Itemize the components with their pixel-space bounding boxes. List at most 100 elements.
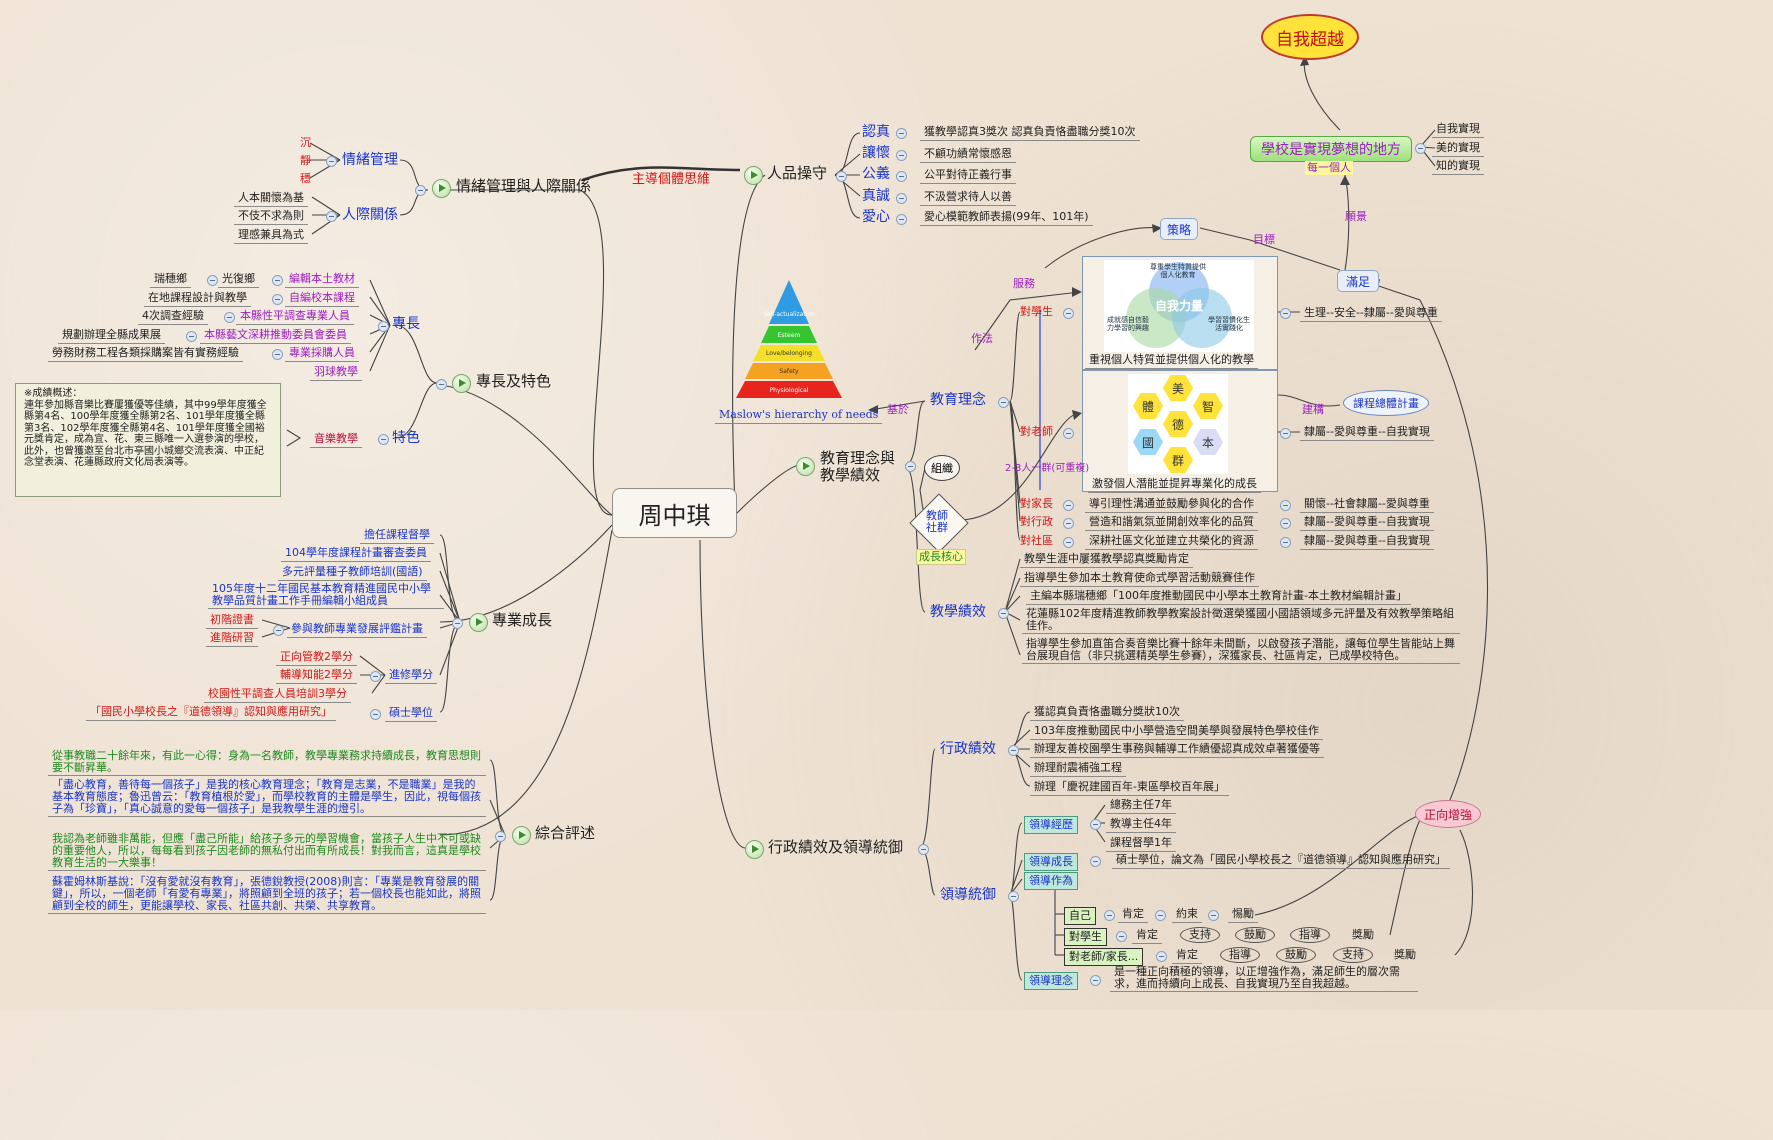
branch-edu[interactable]: 教育理念與教學績效 xyxy=(820,449,896,484)
collapse-icon[interactable] xyxy=(186,331,197,342)
branch-emotion[interactable]: 情緒管理與人際關係 xyxy=(456,177,592,195)
expand-play-icon[interactable] xyxy=(432,179,451,198)
collapse-icon[interactable] xyxy=(1063,537,1074,548)
leadership[interactable]: 領導統御 xyxy=(940,887,996,903)
expand-play-icon[interactable] xyxy=(745,840,764,859)
expand-play-icon[interactable] xyxy=(452,374,471,393)
admin-perf-0: 獲認真負責恪盡職分獎狀10次 xyxy=(1030,705,1184,721)
collapse-icon[interactable] xyxy=(436,379,447,390)
collapse-icon[interactable] xyxy=(998,397,1009,408)
lead-concept[interactable]: 領導理念 xyxy=(1024,972,1078,990)
expand-play-icon[interactable] xyxy=(796,457,815,476)
collapse-icon[interactable] xyxy=(1008,891,1019,902)
lead-actions[interactable]: 領導作為 xyxy=(1024,872,1078,890)
collapse-icon[interactable] xyxy=(1280,428,1291,439)
renpin-key-2[interactable]: 公義 xyxy=(862,166,890,182)
collapse-icon[interactable] xyxy=(370,709,381,720)
teaching-performance[interactable]: 教學績效 xyxy=(930,604,986,620)
emotion-mgmt[interactable]: 情緒管理 xyxy=(342,152,398,168)
collapse-icon[interactable] xyxy=(272,349,283,360)
branch-comment[interactable]: 綜合評述 xyxy=(535,824,596,842)
center-node[interactable]: 周中琪 xyxy=(612,488,737,538)
branch-admin[interactable]: 行政績效及領導統御 xyxy=(768,838,904,856)
collapse-icon[interactable] xyxy=(896,150,907,161)
target-parents[interactable]: 對家長 xyxy=(1020,497,1053,510)
act-self[interactable]: 自己 xyxy=(1064,907,1096,925)
expand-play-icon[interactable] xyxy=(512,826,531,845)
collapse-icon[interactable] xyxy=(1063,308,1074,319)
collapse-icon[interactable] xyxy=(1280,537,1291,548)
act-teachers-parents[interactable]: 對老師/家長... xyxy=(1064,948,1144,966)
feature-sub[interactable]: 特色 xyxy=(392,430,420,446)
specialty-sub[interactable]: 專長 xyxy=(392,316,420,332)
collapse-icon[interactable] xyxy=(452,618,463,629)
edu-idea[interactable]: 教育理念 xyxy=(930,392,986,408)
target-students[interactable]: 對學生 xyxy=(1020,305,1053,318)
community-mid: 深耕社區文化並建立共榮化的資源 xyxy=(1085,534,1258,550)
collapse-icon[interactable] xyxy=(896,193,907,204)
collapse-icon[interactable] xyxy=(1280,500,1291,511)
goal-self-transcendence[interactable]: 自我超越 xyxy=(1261,14,1359,60)
collapse-icon[interactable] xyxy=(905,461,916,472)
school-dream-node[interactable]: 學校是實現夢想的地方 xyxy=(1250,136,1412,162)
collapse-icon[interactable] xyxy=(1090,975,1101,986)
collapse-icon[interactable] xyxy=(1280,518,1291,529)
self-chain-1: 約束 xyxy=(1172,907,1202,923)
collapse-icon[interactable] xyxy=(836,171,847,182)
collapse-icon[interactable] xyxy=(326,211,337,222)
satisfy-node[interactable]: 滿足 xyxy=(1337,270,1379,292)
collapse-icon[interactable] xyxy=(1116,931,1127,942)
lead-experience[interactable]: 領導經歷 xyxy=(1024,816,1078,834)
act-students[interactable]: 對學生 xyxy=(1064,928,1107,946)
expand-play-icon[interactable] xyxy=(744,166,763,185)
collapse-icon[interactable] xyxy=(326,156,337,167)
collapse-icon[interactable] xyxy=(378,434,389,445)
lead-growth[interactable]: 領導成長 xyxy=(1024,853,1078,871)
collapse-icon[interactable] xyxy=(896,171,907,182)
renpin-val-0: 獲教學認真3獎次 認真負責恪盡職分獎10次 xyxy=(920,125,1140,141)
collapse-icon[interactable] xyxy=(378,321,389,332)
collapse-icon[interactable] xyxy=(272,294,283,305)
branch-specialty[interactable]: 專長及特色 xyxy=(476,372,552,390)
collapse-icon[interactable] xyxy=(1090,819,1101,830)
admin-perf[interactable]: 行政績效 xyxy=(940,741,996,757)
collapse-icon[interactable] xyxy=(1280,308,1291,319)
students-needs: 生理--安全--隸屬--愛與尊重 xyxy=(1300,306,1442,322)
collapse-icon[interactable] xyxy=(1063,500,1074,511)
collapse-icon[interactable] xyxy=(1155,910,1166,921)
branch-renpin[interactable]: 人品操守 xyxy=(767,164,828,182)
target-teachers[interactable]: 對老師 xyxy=(1020,425,1053,438)
target-admin[interactable]: 對行政 xyxy=(1020,515,1053,528)
strategy-node[interactable]: 策略 xyxy=(1160,218,1198,240)
collapse-icon[interactable] xyxy=(1063,518,1074,529)
renpin-key-4[interactable]: 愛心 xyxy=(862,209,890,225)
target-community[interactable]: 對社區 xyxy=(1020,534,1053,547)
collapse-icon[interactable] xyxy=(495,831,506,842)
collapse-icon[interactable] xyxy=(918,844,929,855)
collapse-icon[interactable] xyxy=(272,275,283,286)
collapse-icon[interactable] xyxy=(1063,428,1074,439)
collapse-icon[interactable] xyxy=(896,214,907,225)
collapse-icon[interactable] xyxy=(1104,910,1115,921)
interpersonal[interactable]: 人際關係 xyxy=(342,207,398,223)
positive-reinforcement-node[interactable]: 正向增強 xyxy=(1415,800,1481,828)
collapse-icon[interactable] xyxy=(998,608,1009,619)
collapse-icon[interactable] xyxy=(1008,745,1019,756)
branch-growth[interactable]: 專業成長 xyxy=(492,611,553,629)
renpin-key-0[interactable]: 認真 xyxy=(862,124,890,140)
collapse-icon[interactable] xyxy=(1156,951,1167,962)
expand-play-icon[interactable] xyxy=(469,613,488,632)
collapse-icon[interactable] xyxy=(273,625,284,636)
renpin-key-1[interactable]: 讓懷 xyxy=(862,145,890,161)
collapse-icon[interactable] xyxy=(1415,143,1426,154)
collapse-icon[interactable] xyxy=(1090,856,1101,867)
collapse-icon[interactable] xyxy=(896,128,907,139)
renpin-key-3[interactable]: 真誠 xyxy=(862,188,890,204)
collapse-icon[interactable] xyxy=(224,312,235,323)
collapse-icon[interactable] xyxy=(1208,910,1219,921)
collapse-icon[interactable] xyxy=(370,671,381,682)
collapse-icon[interactable] xyxy=(207,275,218,286)
organization-node[interactable]: 組織 xyxy=(924,455,960,481)
curriculum-plan-node[interactable]: 課程總體計畫 xyxy=(1343,390,1429,416)
collapse-icon[interactable] xyxy=(415,185,426,196)
